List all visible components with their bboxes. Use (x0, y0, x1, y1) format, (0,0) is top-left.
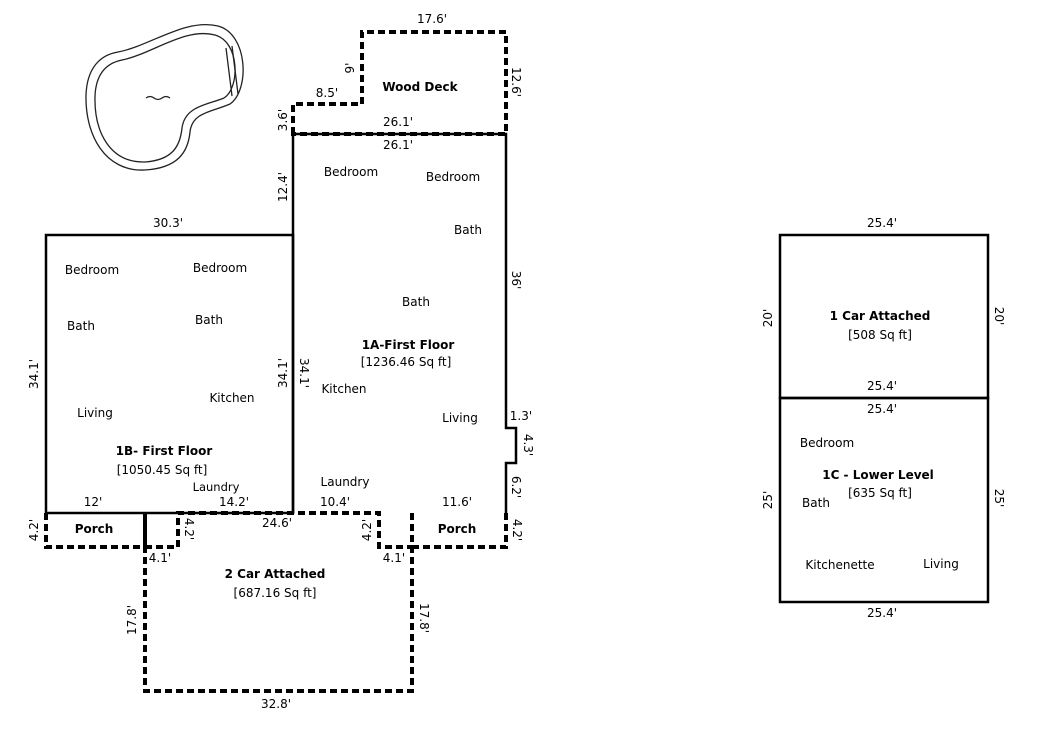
deck-dim-right: 12.6' (509, 67, 523, 97)
garage-2car-area: [687.16 Sq ft] (234, 586, 317, 600)
deck-dim-left: 3.6' (276, 109, 290, 131)
unit-1b-area: [1050.45 Sq ft] (117, 463, 208, 477)
unit-1a-room-laundry: Laundry (321, 475, 370, 489)
unit-1a-dim-left-upper: 12.4' (276, 172, 290, 202)
unit-1b-room-living: Living (77, 406, 113, 420)
unit-1c-dim-top: 25.4' (867, 402, 897, 416)
unit-1c-dim-left: 25' (761, 491, 775, 510)
porch-right-dim-right-height: 4.2' (510, 519, 524, 541)
unit-1b-room-bedroom-1: Bedroom (65, 263, 119, 277)
garage-2car-outline (143, 511, 414, 693)
unit-1a-area: [1236.46 Sq ft] (361, 355, 452, 369)
garage-2car-dim-step-left: 4.1' (149, 551, 171, 565)
unit-1a-room-living: Living (442, 411, 478, 425)
garage-1car-title: 1 Car Attached (830, 309, 931, 323)
unit-1b-room-bath-2: Bath (195, 313, 223, 327)
porch-left-dim-height: 4.2' (27, 519, 41, 541)
unit-1b-dim-top: 30.3' (153, 216, 183, 230)
garage-1car-dim-right: 20' (992, 307, 1006, 326)
unit-1a-dim-bottom-left: 10.4' (320, 495, 350, 509)
unit-1a-outline (291, 132, 518, 513)
deck-dim-step-v: 9' (343, 63, 357, 74)
garage-2car-dim-right: 17.8' (417, 603, 431, 633)
unit-1c-room-living: Living (923, 557, 959, 571)
garage-2car-dim-bottom: 32.8' (261, 697, 291, 711)
unit-1c-dim-bottom: 25.4' (867, 606, 897, 620)
garage-1car-dim-top: 25.4' (867, 216, 897, 230)
unit-1a-room-kitchen: Kitchen (321, 382, 366, 396)
unit-1c-room-bedroom: Bedroom (800, 436, 854, 450)
unit-1a-dim-inner-left: 34.1' (297, 358, 311, 388)
unit-1c-room-kitchenette: Kitchenette (805, 558, 874, 572)
garage-2car-title: 2 Car Attached (225, 567, 326, 581)
unit-1b-dim-inner-right: 34.1' (276, 358, 290, 388)
garage-2car-dim-top: 24.6' (262, 516, 292, 530)
garage-1car-dim-left: 20' (761, 309, 775, 328)
unit-1a-dim-jog-h: 1.3' (510, 409, 532, 423)
unit-1b-room-laundry: Laundry (193, 480, 240, 494)
unit-1b-room-kitchen: Kitchen (209, 391, 254, 405)
garage-1car-dim-bottom: 25.4' (867, 379, 897, 393)
unit-1b-room-bath-1: Bath (67, 319, 95, 333)
unit-1a-dim-right: 36' (509, 271, 523, 290)
unit-1c-dim-right: 25' (992, 489, 1006, 508)
unit-1c-room-bath: Bath (802, 496, 830, 510)
porch-left-dim-right-height: 4.2' (182, 518, 196, 540)
unit-1b-dim-bottom-right: 14.2' (219, 495, 249, 509)
unit-1a-dim-lower-right: 6.2' (509, 476, 523, 498)
unit-1a-dim-top: 26.1' (383, 138, 413, 152)
porch-right-dim-left-height: 4.2' (360, 519, 374, 541)
unit-1a-room-bedroom-2: Bedroom (426, 170, 480, 184)
unit-1b-title: 1B- First Floor (116, 444, 213, 458)
unit-1c-outline (778, 396, 990, 604)
porch-right-outline (412, 513, 508, 549)
garage-2car-dim-left: 17.8' (125, 605, 139, 635)
unit-1a-room-bath-2: Bath (402, 295, 430, 309)
unit-1b-dim-left: 34.1' (27, 359, 41, 389)
deck-dim-top: 17.6' (417, 12, 447, 26)
porch-left-label: Porch (75, 522, 114, 536)
wood-deck-outline (291, 30, 508, 136)
wood-deck-title: Wood Deck (382, 80, 458, 94)
porch-right-dim-width: 11.6' (442, 495, 472, 509)
garage-2car-dim-step-right: 4.1' (383, 551, 405, 565)
unit-1a-room-bedroom-1: Bedroom (324, 165, 378, 179)
unit-1a-dim-jog-v: 4.3' (521, 434, 535, 456)
deck-dim-bottom: 26.1' (383, 115, 413, 129)
unit-1a-title: 1A-First Floor (362, 338, 455, 352)
garage-1car-area: [508 Sq ft] (848, 328, 912, 342)
unit-1b-dim-bottom-left: 12' (84, 495, 103, 509)
unit-1b-room-bedroom-2: Bedroom (193, 261, 247, 275)
porch-right-label: Porch (438, 522, 477, 536)
unit-1c-area: [635 Sq ft] (848, 486, 912, 500)
deck-dim-step-h: 8.5' (316, 86, 338, 100)
pool-icon (85, 24, 244, 171)
unit-1c-title: 1C - Lower Level (822, 468, 934, 482)
unit-1a-room-bath-1: Bath (454, 223, 482, 237)
